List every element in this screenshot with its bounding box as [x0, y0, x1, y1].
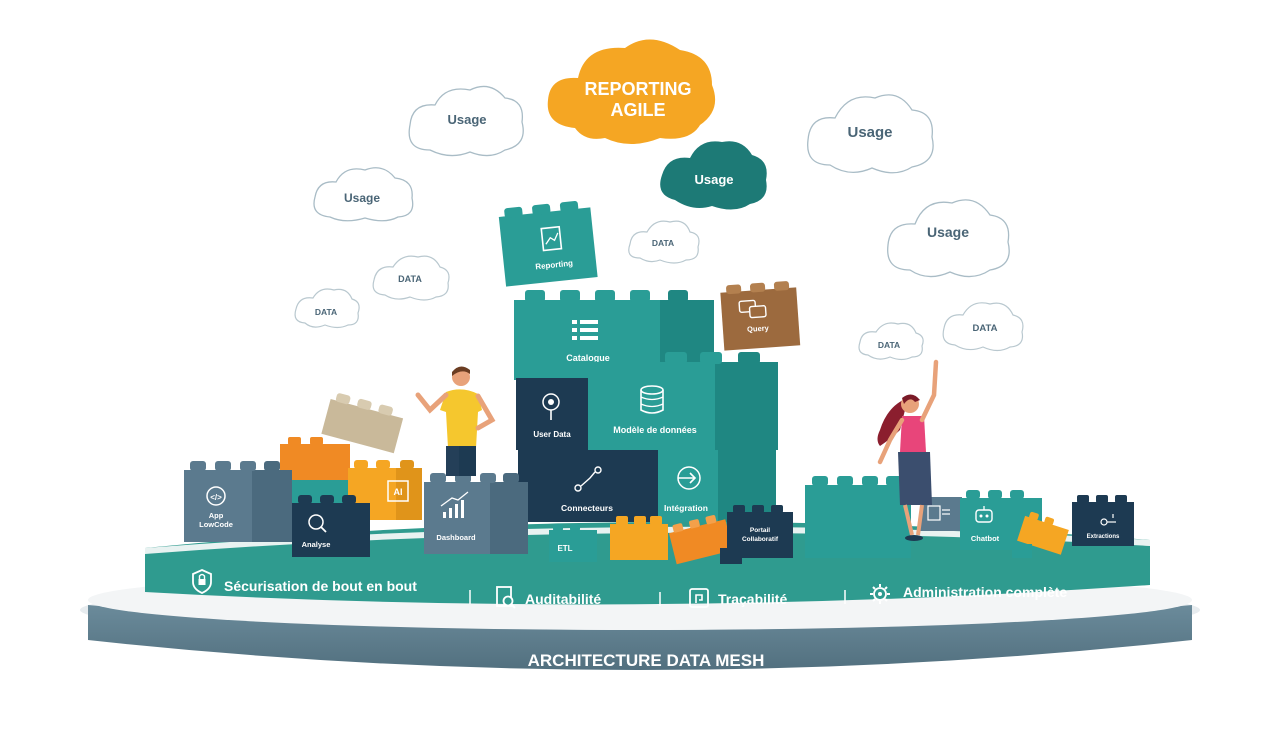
usage-cloud-3: Usage [807, 94, 934, 174]
woman-figure [877, 359, 939, 541]
svg-text:ETL: ETL [557, 544, 572, 553]
svg-text:DATA: DATA [652, 238, 674, 248]
data-cloud-1: DATA [628, 220, 700, 264]
connecteurs-label: Connecteurs [561, 503, 613, 513]
usage-cloud-2: Usage [313, 167, 414, 222]
bar-trend-icon [440, 491, 469, 518]
modele-label: Modèle de données [613, 425, 697, 435]
svg-text:DATA: DATA [398, 274, 422, 284]
svg-text:Reporting: Reporting [535, 259, 574, 272]
usage-cloud-4: Usage [887, 199, 1010, 278]
svg-text:DATA: DATA [878, 340, 900, 350]
integration-label: Intégration [664, 503, 708, 513]
svg-text:</>: </> [210, 493, 222, 502]
tan-block [321, 393, 404, 454]
magnifier-analysis-icon [308, 514, 327, 533]
extractions-block: Extractions [1072, 495, 1134, 546]
reporting-agile-cloud: REPORTING AGILE [547, 39, 716, 144]
svg-text:Usage: Usage [447, 112, 486, 127]
report-doc-icon [540, 225, 563, 252]
svg-text:Collaboratif: Collaboratif [742, 536, 779, 543]
svg-text:AI: AI [394, 487, 403, 497]
query-block: Query [720, 281, 801, 351]
svg-text:Usage: Usage [694, 172, 733, 187]
chat-bubbles-icon [738, 299, 767, 319]
data-cloud-5: DATA [858, 322, 924, 361]
dashboard-block: Dashboard [424, 473, 528, 554]
gear-admin-icon [870, 584, 890, 604]
svg-text:Chatbot: Chatbot [971, 534, 1000, 543]
svg-text:LowCode: LowCode [199, 520, 233, 529]
data-cloud-4: DATA [942, 302, 1024, 352]
svg-text:DATA: DATA [973, 323, 998, 334]
ai-block: AI [348, 460, 422, 520]
reporting-agile-line2: AGILE [610, 100, 665, 120]
man-figure [415, 366, 496, 476]
app-lowcode-block: </> App LowCode [184, 461, 292, 542]
small-navy-block [720, 548, 742, 564]
svg-text:DATA: DATA [315, 307, 337, 317]
extract-key-icon [1100, 514, 1116, 526]
trace-icon [689, 588, 709, 608]
usage-cloud-1: Usage [408, 85, 524, 157]
svg-text:Analyse: Analyse [302, 540, 331, 549]
data-cloud-2: DATA [372, 255, 450, 301]
svg-text:Portail: Portail [750, 527, 770, 534]
svg-text:Dashboard: Dashboard [436, 533, 476, 542]
large-teal-block [805, 476, 911, 558]
orange-front-block [668, 515, 733, 565]
list-icon [572, 320, 598, 340]
document-lines-icon [927, 505, 950, 521]
svg-text:Extractions: Extractions [1087, 534, 1120, 540]
user-data-label: User Data [533, 430, 571, 439]
feature-administration: Administration complète [903, 584, 1067, 600]
svg-text:Usage: Usage [927, 224, 969, 240]
feature-tracabilite: Traçabilité [718, 591, 787, 607]
yellow-front-block [610, 516, 668, 560]
usage-cloud-filled: Usage [660, 141, 767, 210]
ai-chip-icon [387, 480, 409, 502]
feature-securisation: Sécurisation de bout en bout [224, 578, 417, 594]
svg-text:Usage: Usage [847, 124, 892, 141]
svg-text:App: App [209, 511, 224, 520]
feature-auditabilite: Auditabilité [525, 591, 601, 607]
svg-text:Usage: Usage [344, 191, 380, 205]
catalogue-label: Catalogue [566, 353, 610, 363]
base-label: ARCHITECTURE DATA MESH [528, 651, 765, 670]
yellow-right-block [1017, 511, 1069, 555]
code-gauge-icon: </> [206, 486, 226, 506]
audit-search-icon [496, 586, 516, 609]
reporting-block: Reporting [498, 200, 598, 287]
connector-nodes-icon [574, 466, 602, 492]
etl-block: ETL [549, 524, 597, 562]
integration-arrow-icon [677, 466, 701, 490]
reporting-agile-line1: REPORTING [584, 79, 691, 99]
robot-icon [975, 506, 993, 523]
database-icon [640, 385, 664, 414]
analyse-block: Analyse [292, 495, 370, 557]
shield-lock-icon [192, 569, 212, 594]
data-cloud-3: DATA [294, 288, 360, 329]
small-teal-right-block [1012, 544, 1032, 558]
touch-gear-icon [542, 393, 560, 420]
svg-text:Query: Query [747, 323, 770, 334]
